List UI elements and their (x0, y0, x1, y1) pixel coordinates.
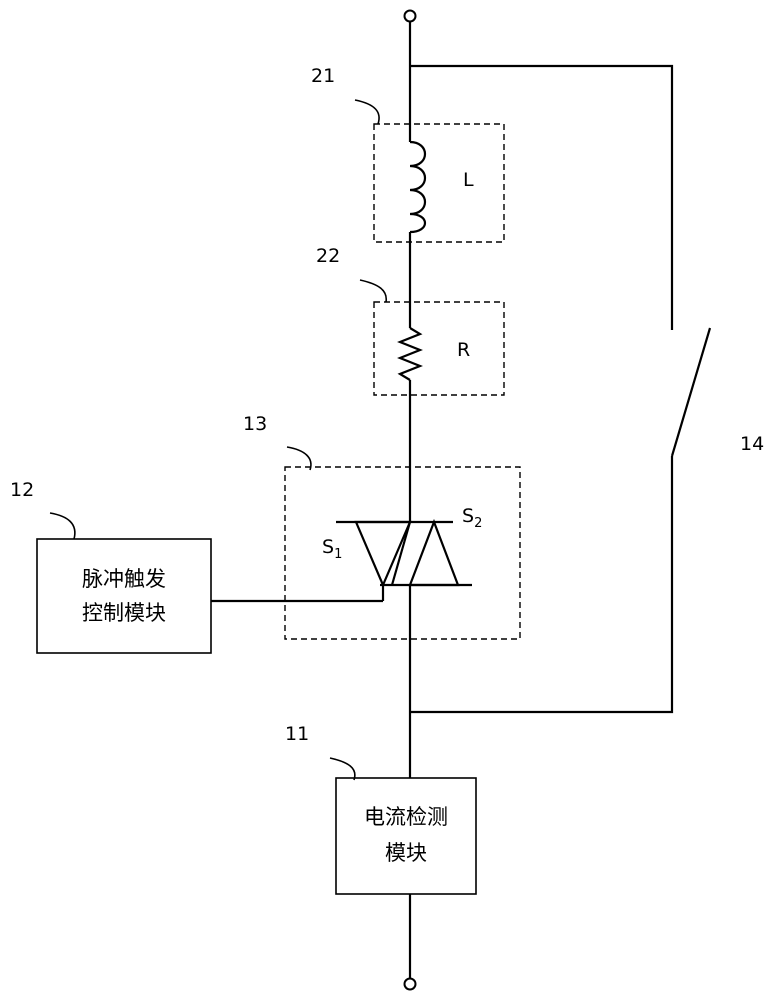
ref-leader-13 (286, 446, 312, 471)
wire-bypass-bottom (410, 456, 674, 714)
thyristor-s2-label: S2 (462, 505, 482, 531)
ref-label-21: 21 (311, 65, 335, 87)
inductor-label: L (463, 169, 474, 191)
inductor-coil (409, 140, 427, 234)
switch-blade (670, 327, 712, 457)
resistor-zigzag (397, 327, 423, 381)
current-module-line1: 电流检测 (364, 805, 448, 829)
thyristor-s1-label: S1 (322, 536, 342, 562)
pulse-module-line2: 控制模块 (82, 601, 166, 625)
ref-label-14: 14 (740, 433, 764, 455)
ref-label-12: 12 (10, 479, 34, 501)
resistor-box (373, 301, 505, 396)
thyristor-s2-triangle (408, 518, 460, 587)
ref-leader-22 (359, 279, 387, 303)
ref-leader-11 (329, 757, 356, 781)
resistor-label: R (457, 339, 470, 361)
inductor-box (373, 123, 505, 243)
top-terminal (403, 9, 417, 23)
thyristor-center-line (390, 521, 412, 586)
ref-label-11: 11 (285, 723, 309, 745)
pulse-trigger-module (36, 538, 212, 654)
current-detection-module (335, 777, 477, 895)
ref-label-22: 22 (316, 245, 340, 267)
ref-label-13: 13 (243, 413, 267, 435)
ref-leader-21 (354, 99, 380, 125)
ref-leader-12 (49, 512, 76, 540)
pulse-module-line1: 脉冲触发 (82, 567, 166, 591)
thyristor-s1-triangle (354, 520, 412, 588)
wire-bypass-top (410, 64, 674, 330)
current-module-line2: 模块 (385, 841, 427, 865)
thyristor-box (284, 466, 521, 640)
bottom-terminal (403, 977, 417, 991)
